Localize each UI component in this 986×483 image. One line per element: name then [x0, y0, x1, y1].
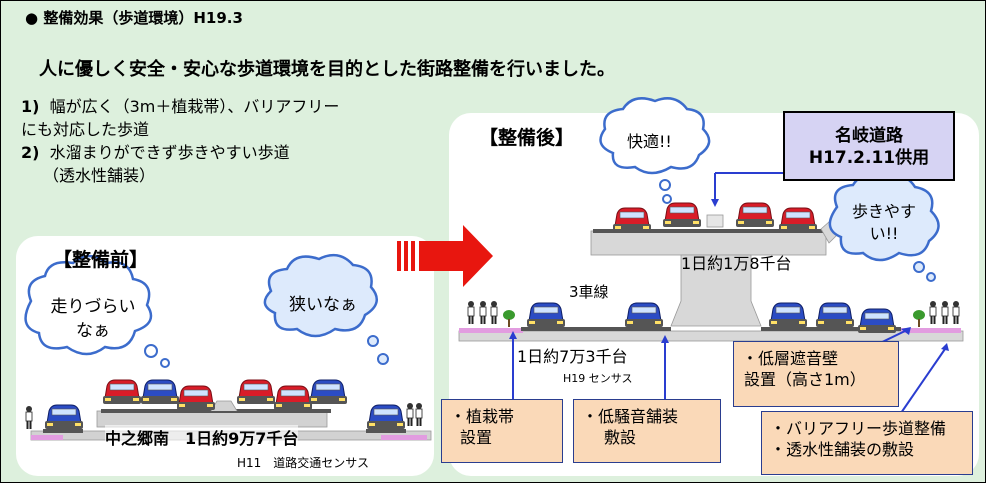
header-title: ● 整備効果（歩道環境）H19.3: [25, 7, 243, 28]
after-label: 【整備後】: [479, 127, 575, 149]
road-opening-box: 名岐道路 H17.2.11供用: [783, 111, 955, 181]
thought-cloud-icon: [24, 254, 170, 368]
cloud-text: 走りづらい なぁ: [50, 297, 136, 341]
elevated-road: [590, 212, 846, 327]
ground-traffic: 1日約7万3千台: [517, 347, 628, 366]
arrow-right-icon: [397, 225, 493, 287]
effect-item: 1) 幅が広く（3m＋植栽帯）、バリアフリー: [21, 97, 340, 116]
ground-road: [458, 327, 964, 342]
callout-planting: ・植栽帯 設置: [441, 399, 563, 463]
callout-barrier-free: ・バリアフリー歩道整備 ・透水性舗装の敷設: [761, 411, 973, 475]
cloud-text: 狭いなぁ: [289, 295, 357, 315]
thought-cloud-icon: [263, 253, 389, 365]
before-source: H11 道路交通センサス: [237, 456, 370, 470]
tree-icon: [913, 310, 925, 327]
callout-sound-wall: ・低層遮音壁 設置（高さ1m）: [733, 341, 899, 407]
elevated-traffic: 1日約1万8千台: [681, 254, 792, 273]
effect-item-cont: （透水性舗装）: [43, 166, 156, 185]
pointer-arrowheads: [509, 199, 949, 351]
subtitle: 人に優しく安全・安心な歩道環境を目的とした街路整備を行いました。: [39, 59, 615, 80]
effect-item: 2) 水溜まりができず歩きやすい歩道: [21, 143, 290, 162]
title-text: 整備効果（歩道環境）H19.3: [43, 9, 243, 27]
cloud-text: 快適!!: [627, 132, 672, 151]
tree-icon: [503, 310, 515, 327]
cloud-text: 歩きやす い!!: [851, 202, 916, 243]
bullet-icon: ●: [25, 9, 39, 27]
effects-list: 1) 幅が広く（3m＋植栽帯）、バリアフリー にも対応した歩道 2) 水溜まりが…: [21, 95, 339, 187]
before-traffic: 中之郷南 1日約9万7千台: [105, 425, 299, 449]
lane-count: 3車線: [569, 283, 609, 301]
effect-item-cont: にも対応した歩道: [21, 120, 150, 139]
callout-pavement: ・低騒音舗装 敷設: [573, 399, 721, 463]
thought-cloud-icon: [599, 97, 711, 204]
census-label: H19 センサス: [563, 372, 633, 385]
before-label: 【整備前】: [53, 249, 149, 271]
